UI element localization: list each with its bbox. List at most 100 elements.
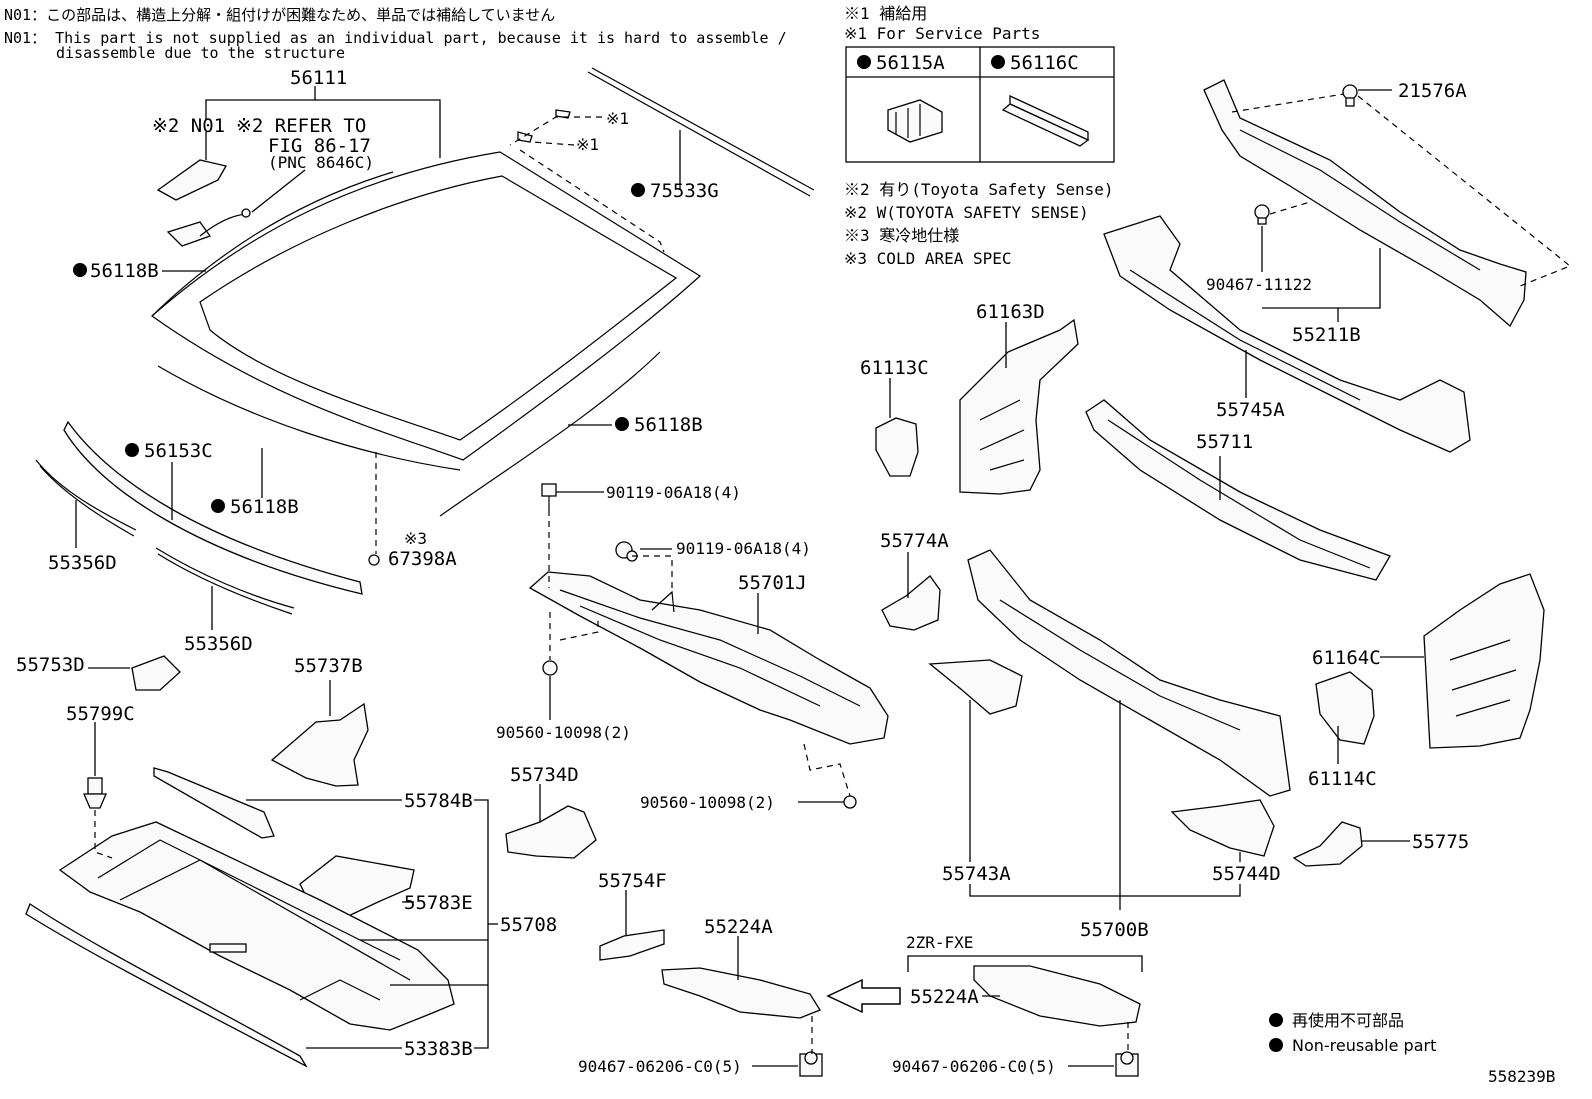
part-55224A-right-drawing [973, 965, 1141, 1027]
note-s2-en: ※2 W(TOYOTA SAFETY SENSE) [844, 203, 1089, 222]
label-refer-line2: FIG 86-17 [268, 135, 371, 157]
label-s1a: ※1 [606, 109, 629, 128]
label-55708: 55708 [500, 914, 557, 936]
arrow-left-icon [826, 978, 901, 1014]
part-55784B-drawing [153, 767, 275, 839]
label-90560-a: 90560-10098(2) [496, 723, 631, 742]
label-s3: ※3 [404, 529, 427, 548]
part-55734D-drawing [505, 805, 597, 859]
non-reusable-dot-icon [631, 183, 645, 197]
bracket-55775-drawing [1292, 821, 1363, 867]
label-55743A: 55743A [942, 863, 1011, 885]
part-s1b-drawing [517, 131, 533, 143]
bracket-61113C-drawing [875, 417, 919, 477]
part-55754F-drawing [599, 929, 665, 961]
label-refer-line3: (PNC 8646C) [268, 153, 374, 172]
part-55753D-drawing [131, 655, 181, 691]
label-55745A: 55745A [1216, 399, 1285, 421]
label-61114C: 61114C [1308, 768, 1377, 790]
part-55743A-drawing [928, 659, 1023, 715]
note-s1-jp: ※1 補給用 [844, 4, 927, 23]
label-21576A: 21576A [1398, 80, 1467, 102]
part-55799C-drawing [83, 777, 107, 809]
label-55744D: 55744D [1212, 863, 1281, 885]
part-67398A-drawing [368, 554, 380, 566]
panel-55745A-drawing [1103, 215, 1471, 453]
label-90119-b: 90119-06A18(4) [676, 539, 811, 558]
seal-55356D-right [155, 547, 295, 609]
label-90467-b: 90467-06206-C0(5) [892, 1057, 1056, 1076]
label-53383B: 53383B [404, 1038, 473, 1060]
legend: 再使用不可部品 Non-reusable part [1269, 1011, 1436, 1055]
label-55224A-2: 55224A [910, 986, 979, 1008]
service-parts-table: 56115A 56116C [845, 46, 1115, 163]
label-55356D-2: 55356D [184, 633, 253, 655]
panel-55700B-drawing [967, 549, 1291, 797]
label-61163D: 61163D [976, 301, 1045, 323]
note-n01-en-2: disassemble due to the structure [56, 44, 345, 62]
bolt-90119b-drawing [615, 541, 638, 562]
non-reusable-dot-icon [1269, 1038, 1283, 1052]
label-61113C: 61113C [860, 357, 929, 379]
clip-21576A-drawing [1342, 84, 1358, 107]
label-90467-a: 90467-06206-C0(5) [578, 1057, 742, 1076]
panel-55701J-drawing [528, 571, 889, 745]
part-55744D-drawing [1170, 799, 1275, 857]
note-n01-en-1: N01： This part is not supplied as an ind… [4, 29, 787, 47]
label-55701J: 55701J [738, 572, 807, 594]
label-55711: 55711 [1196, 431, 1253, 453]
label-55356D-1: 55356D [48, 552, 117, 574]
seal-53383B-drawing [25, 903, 308, 1068]
label-s1b: ※1 [576, 135, 599, 154]
cowl-panel-55708 [58, 821, 455, 1031]
drawing-number: 558239B [1488, 1067, 1555, 1086]
moulding-56118B-right [439, 351, 661, 517]
label-56153C: 56153C [144, 440, 213, 462]
bracket-61114C-drawing [1315, 671, 1375, 745]
label-55224A-1: 55224A [704, 916, 773, 938]
part-8646C-drawing [166, 221, 212, 247]
bracket-55774A-drawing [881, 575, 941, 631]
non-reusable-dot-icon [1269, 1013, 1283, 1027]
label-55783E: 55783E [404, 892, 473, 914]
non-reusable-dot-icon [615, 417, 629, 431]
part-56116C-drawing [1001, 94, 1090, 147]
part-s1a-drawing [555, 109, 571, 119]
washer-90560a-drawing [542, 660, 558, 676]
washer-90560b-drawing [843, 795, 857, 809]
moulding-75533G [587, 71, 811, 197]
bolt-90119a-drawing [541, 483, 557, 510]
legend-jp: 再使用不可部品 [1292, 1011, 1404, 1030]
windshield-glass [151, 151, 701, 461]
part-56115A-drawing [887, 99, 943, 143]
label-55775: 55775 [1412, 831, 1469, 853]
label-55700B: 55700B [1080, 919, 1149, 941]
note-n01-jp: N01：この部品は、構造上分解・組付けが困難なため、単品では補給していません [4, 6, 555, 24]
panel-55711-drawing [1085, 399, 1391, 581]
legend-en: Non-reusable part [1292, 1036, 1436, 1055]
label-55211B: 55211B [1292, 324, 1361, 346]
label-90119-a: 90119-06A18(4) [606, 483, 741, 502]
nut-90467b-drawing [1115, 1051, 1139, 1077]
non-reusable-dot-icon [211, 499, 225, 513]
label-55753D: 55753D [16, 654, 85, 676]
label-61164C: 61164C [1312, 647, 1381, 669]
note-s3-en: ※3 COLD AREA SPEC [844, 249, 1012, 268]
label-56111: 56111 [290, 67, 347, 89]
label-refer-line1: ※2 REFER TO [236, 115, 366, 137]
part-N01-drawing [156, 159, 227, 201]
moulding-56118B-top [151, 171, 394, 317]
note-s1-en: ※1 For Service Parts [844, 24, 1040, 43]
label-N01: ※2 N01 [152, 115, 225, 137]
note-s2-jp: ※2 有り(Toyota Safety Sense) [844, 180, 1114, 199]
label-55799C: 55799C [66, 703, 135, 725]
label-55734D: 55734D [510, 764, 579, 786]
label-56115A: 56115A [876, 52, 945, 74]
label-engine: 2ZR-FXE [906, 933, 973, 952]
part-55737B-drawing [270, 702, 369, 787]
label-67398A: 67398A [388, 548, 457, 570]
label-90467-11122: 90467-11122 [1206, 275, 1312, 294]
pillar-61163D-drawing [959, 318, 1079, 495]
cowl-seal-56153C [63, 420, 363, 595]
